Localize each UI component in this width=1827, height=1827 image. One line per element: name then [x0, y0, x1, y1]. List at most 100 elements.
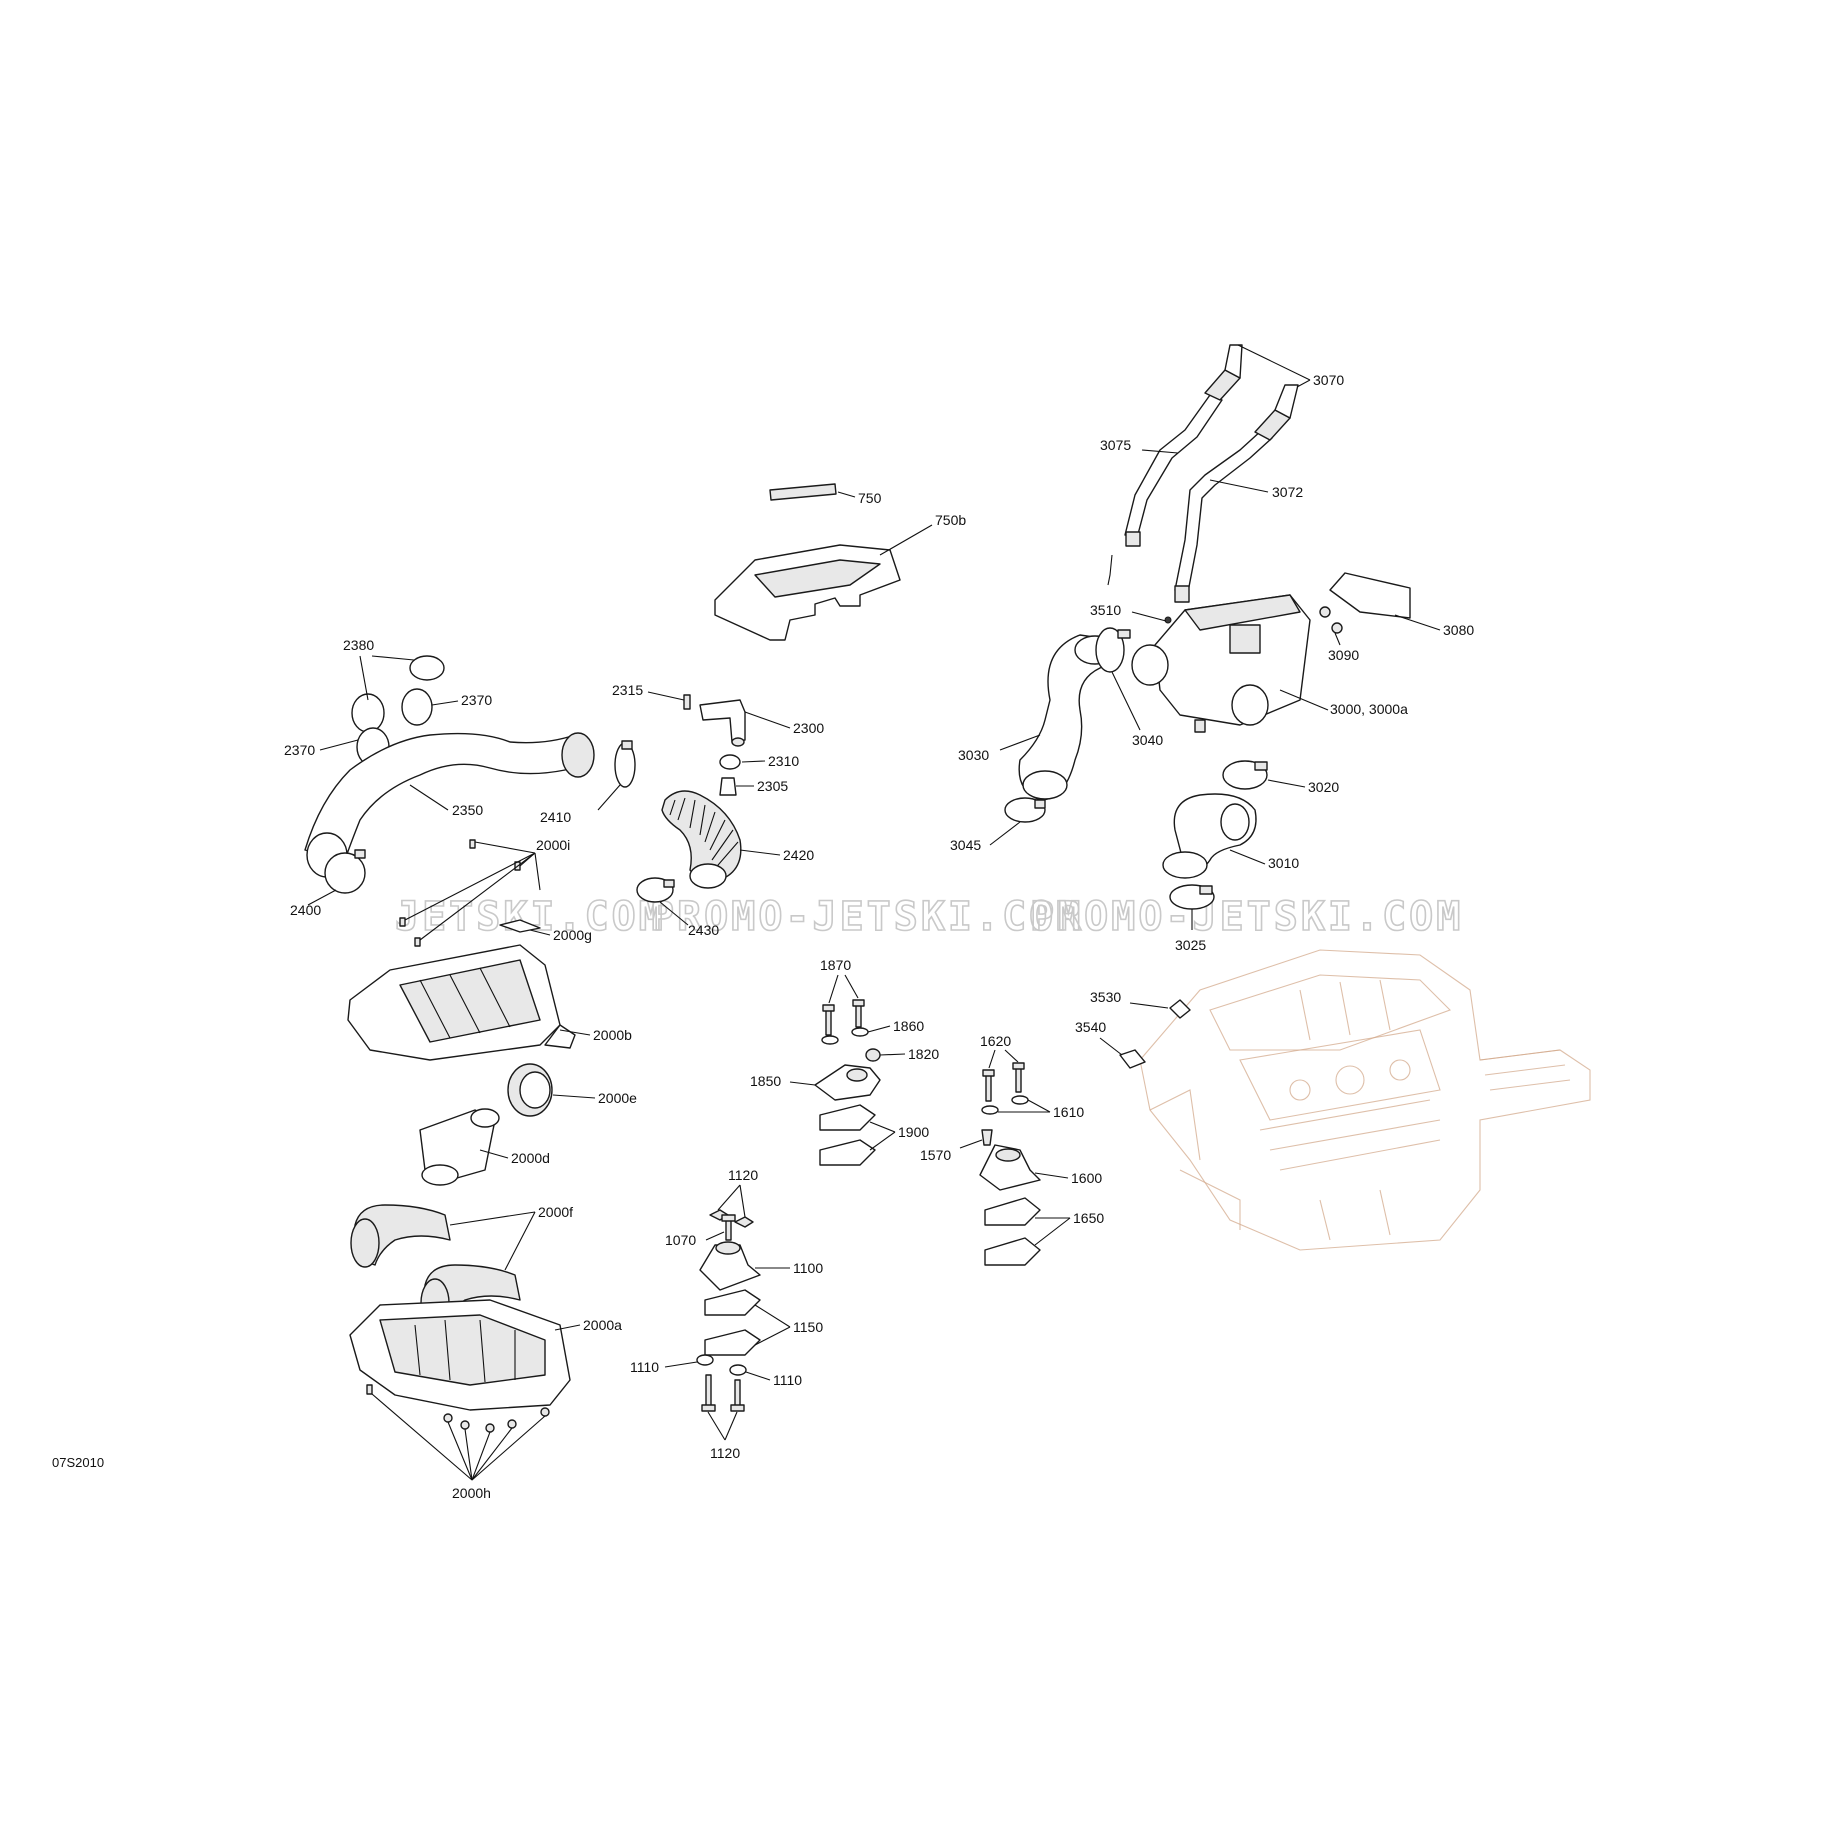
part-2410-clamp	[614, 740, 636, 788]
watermark-text-2: PROMO-JETSKI.COM	[650, 894, 1083, 940]
part-1100-engine-mount	[699, 1241, 761, 1291]
part-2000d-duct	[419, 1108, 500, 1186]
part-3000-intercooler	[1131, 594, 1311, 733]
callout-2350: 2350	[452, 802, 483, 818]
part-750-bar	[769, 483, 837, 501]
watermark-text-1: JETSKI.COM	[395, 894, 666, 940]
callout-1570: 1570	[920, 1147, 951, 1163]
callout-2000d: 2000d	[511, 1150, 550, 1166]
callout-1100: 1100	[793, 1260, 823, 1276]
part-2315-pin	[683, 694, 691, 710]
callout-1600: 1600	[1071, 1170, 1102, 1186]
part-3070-buckles	[1204, 344, 1299, 441]
callout-750b: 750b	[935, 512, 966, 528]
part-1820-nut	[865, 1048, 881, 1062]
callout-1110-left: 1110	[630, 1359, 659, 1375]
callout-1070: 1070	[665, 1232, 696, 1248]
part-1870-bolts	[822, 999, 865, 1036]
callout-2000g: 2000g	[553, 927, 592, 943]
callout-3090: 3090	[1328, 647, 1359, 663]
callout-2420: 2420	[783, 847, 814, 863]
part-3510-clip	[1107, 554, 1172, 624]
part-1650-shims	[984, 1197, 1041, 1266]
part-1850-engine-mount	[814, 1064, 881, 1101]
callout-3075: 3075	[1100, 437, 1131, 453]
part-3040-clamp	[1095, 627, 1131, 673]
callout-1110-right: 1110	[773, 1372, 802, 1388]
callout-2000i: 2000i	[536, 837, 570, 853]
part-3045-clamp	[1004, 797, 1046, 823]
callout-2400: 2400	[290, 902, 321, 918]
part-1610-washers	[981, 1095, 1029, 1115]
part-1600-engine-mount	[979, 1144, 1041, 1191]
part-3540-strap	[1119, 1049, 1146, 1069]
part-1860-washers	[821, 1027, 869, 1045]
callout-1150: 1150	[793, 1319, 823, 1335]
part-3090-fasteners	[1319, 606, 1343, 634]
engine-reference-illustration	[1139, 949, 1591, 1251]
callout-2000b: 2000b	[593, 1027, 632, 1043]
callout-1610: 1610	[1053, 1104, 1084, 1120]
callout-1120-top: 1120	[728, 1167, 758, 1183]
callout-2370-lower: 2370	[284, 742, 315, 758]
callout-2315: 2315	[612, 682, 643, 698]
callout-3540: 3540	[1075, 1019, 1106, 1035]
part-1110-washers	[696, 1354, 747, 1376]
callout-1820: 1820	[908, 1046, 939, 1062]
callout-1850: 1850	[750, 1073, 781, 1089]
callout-750: 750	[858, 490, 882, 506]
callout-2000e: 2000e	[598, 1090, 637, 1106]
part-750b-engine-cover	[714, 544, 901, 641]
callout-3072: 3072	[1272, 484, 1303, 500]
callout-1120-bottom: 1120	[710, 1445, 740, 1461]
callout-3030: 3030	[958, 747, 989, 763]
callout-3530: 3530	[1090, 989, 1121, 1005]
callout-2310: 2310	[768, 753, 799, 769]
part-1900-shims	[819, 1104, 876, 1166]
part-3530-clip	[1169, 999, 1191, 1019]
part-2000a-airbox-base	[349, 1299, 571, 1411]
callout-1650: 1650	[1073, 1210, 1104, 1226]
callout-3010: 3010	[1268, 855, 1299, 871]
watermark-text-3: PROMO-JETSKI.COM	[1030, 894, 1463, 940]
part-1120-bolts-lower	[701, 1374, 745, 1412]
callout-2000f: 2000f	[538, 1204, 573, 1220]
callout-3070: 3070	[1313, 372, 1344, 388]
callout-2000h: 2000h	[452, 1485, 491, 1501]
callout-3025: 3025	[1175, 937, 1206, 953]
part-2000b-airbox-cover	[347, 944, 576, 1061]
part-3025-clamp	[1169, 884, 1215, 910]
callout-3000: 3000, 3000a	[1330, 701, 1408, 717]
callout-3045: 3045	[950, 837, 981, 853]
part-1620-bolts	[982, 1062, 1025, 1102]
part-2305-fitting	[719, 777, 737, 796]
callout-1860: 1860	[893, 1018, 924, 1034]
callout-2380: 2380	[343, 637, 374, 653]
part-3080-plate	[1329, 572, 1411, 619]
part-1070-bolt	[721, 1214, 736, 1241]
callout-2300: 2300	[793, 720, 824, 736]
part-2370-ring-a	[401, 688, 433, 726]
callout-2410: 2410	[540, 809, 571, 825]
part-1150-shims	[704, 1289, 761, 1356]
part-3072-strap	[1174, 429, 1273, 603]
part-2300-elbow-hose	[699, 699, 746, 747]
part-3075-strap	[1124, 394, 1223, 547]
part-2430-clamp	[636, 877, 675, 903]
part-3010-elbow	[1162, 793, 1257, 879]
callout-3040: 3040	[1132, 732, 1163, 748]
callout-2430: 2430	[688, 922, 719, 938]
part-1570-screw	[981, 1129, 993, 1146]
callout-3020: 3020	[1308, 779, 1339, 795]
diagram-reference-code: 07S2010	[52, 1455, 104, 1470]
part-2000e-coupler	[507, 1063, 553, 1117]
part-2310-clamp	[719, 754, 741, 770]
part-2380-ring	[409, 655, 445, 681]
callout-1620: 1620	[980, 1033, 1011, 1049]
callout-1870: 1870	[820, 957, 851, 973]
part-2400-ring	[324, 849, 366, 894]
callout-3080: 3080	[1443, 622, 1474, 638]
part-2000g-gasket	[499, 919, 541, 933]
part-2000f-duct-upper	[350, 1204, 451, 1268]
